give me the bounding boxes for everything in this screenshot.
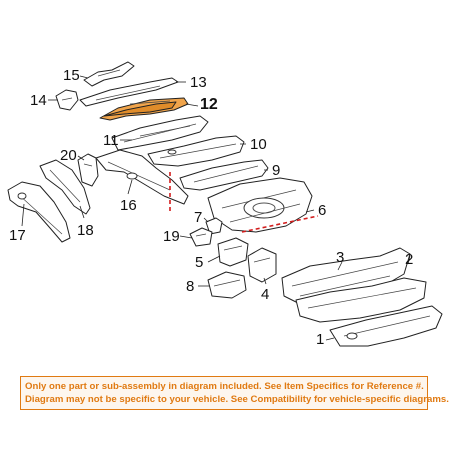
- section-line-right: [241, 215, 319, 233]
- callout-3: 3: [336, 249, 345, 266]
- callout-4: 4: [261, 286, 270, 303]
- part-1-lower-panel: [329, 305, 443, 347]
- part-5-gusset: [217, 237, 249, 267]
- callout-19: 19: [163, 228, 180, 245]
- callout-9: 9: [272, 162, 281, 179]
- part-9-crossmember: [179, 159, 269, 191]
- part-19-bracket: [189, 227, 213, 247]
- part-18-side-rail: [39, 159, 91, 215]
- part-16-side-member: [95, 149, 189, 205]
- notice-box: Only one part or sub-assembly in diagram…: [20, 376, 449, 410]
- notice-line-2: Diagram may not be specific to your vehi…: [25, 394, 449, 405]
- callout-8: 8: [186, 278, 195, 295]
- callout-11: 11: [103, 132, 119, 149]
- callout-18: 18: [77, 222, 94, 239]
- callout-1: 1: [316, 331, 325, 348]
- callout-2: 2: [405, 251, 414, 268]
- part-12-highlighted-panel: [99, 97, 189, 121]
- part-8-extension: [207, 271, 247, 299]
- leader-lines: [21, 75, 411, 341]
- part-11-crossmember: [111, 115, 209, 151]
- notice-line-1: Only one part or sub-assembly in diagram…: [25, 381, 424, 392]
- part-17-side-rail: [7, 181, 71, 243]
- callout-17: 17: [9, 227, 26, 244]
- part-6-rear-floor-pan: [207, 177, 313, 233]
- callout-5: 5: [195, 254, 204, 271]
- part-2-rear-panel: [295, 277, 427, 323]
- callout-16: 16: [120, 197, 137, 214]
- part-14-bracket: [55, 89, 79, 111]
- callout-12: 12: [200, 96, 218, 113]
- part-4-plate: [247, 247, 277, 283]
- part-20-bracket: [77, 153, 99, 187]
- callout-7: 7: [194, 209, 203, 226]
- callout-10: 10: [250, 136, 267, 153]
- part-15-bracket: [83, 61, 135, 87]
- callout-15: 15: [63, 67, 80, 84]
- callout-6: 6: [318, 202, 327, 219]
- callout-13: 13: [190, 74, 207, 91]
- callout-14: 14: [30, 92, 47, 109]
- callout-20: 20: [60, 147, 77, 164]
- part-10-crossmember: [147, 135, 245, 167]
